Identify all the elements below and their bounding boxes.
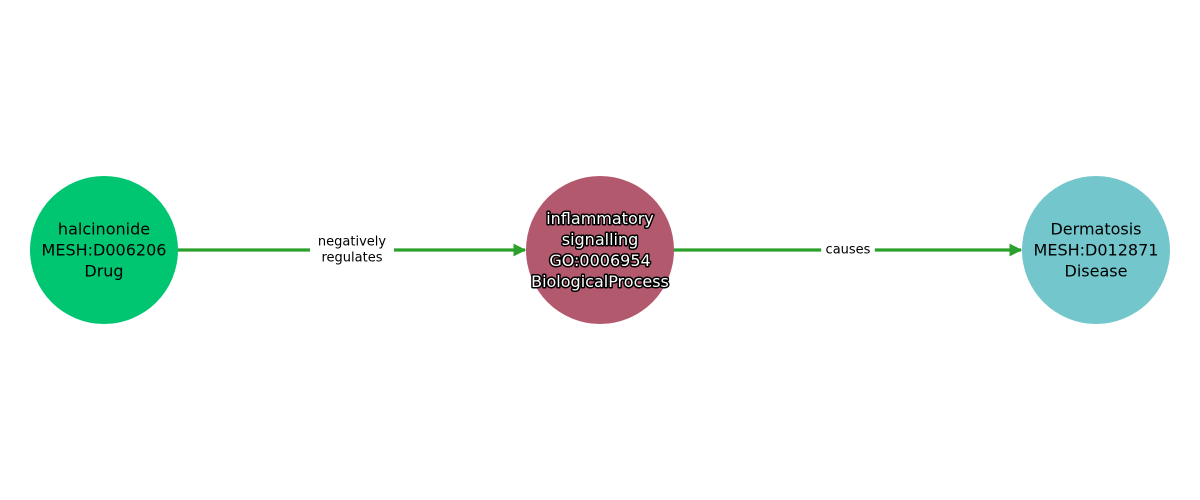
node-circle [30,176,178,324]
node-label-line: signalling [562,230,639,249]
node-label-line: Dermatosis [1050,220,1141,239]
node-label-line: Drug [84,262,123,281]
node-circle [526,176,674,324]
node-label-line: MESH:D006206 [42,241,167,260]
node-inflammatory-signalling: inflammatory signallingGO:0006954Biologic… [526,176,674,324]
edge-label-background [821,241,875,259]
edge-label-background [310,233,394,267]
node-label-line: Disease [1065,262,1128,281]
edge-label-line: negatively [318,235,386,250]
node-label-line: GO:0006954 [549,251,650,270]
node-label-line: BiologicalProcess [531,272,669,291]
node-label-line: inflammatory [546,209,654,228]
edge-label-line: regulates [322,251,383,266]
edge-label-line: causes [826,243,871,258]
node-circle [1022,176,1170,324]
edge-inflammatory-signalling-to-dermatosis: causes [674,241,1023,259]
node-label-line: MESH:D012871 [1034,241,1159,260]
node-label-line: halcinonide [58,220,150,239]
